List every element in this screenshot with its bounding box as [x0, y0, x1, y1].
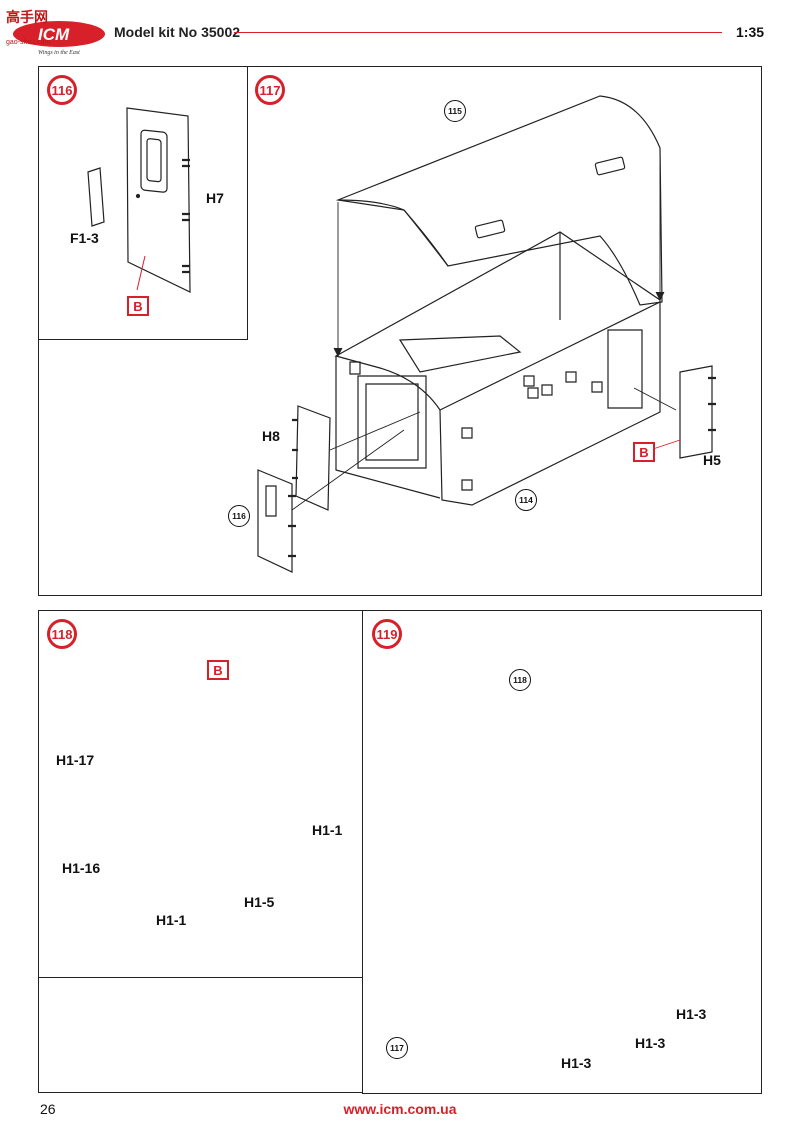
ref-circle-118: 118 — [509, 669, 531, 691]
door-116-sub-drawing — [258, 470, 296, 572]
step-number-117: 117 — [255, 75, 285, 105]
watermark-url: gao-shou.com — [6, 39, 51, 46]
website-link[interactable]: www.icm.com.ua — [343, 1101, 457, 1117]
step-116-panel — [38, 66, 248, 340]
panel-h8-drawing — [292, 406, 330, 510]
part-label-h1-3-right: H1-3 — [676, 1006, 707, 1022]
part-label-h1-1-right: H1-1 — [312, 822, 343, 838]
page-number: 26 — [40, 1101, 56, 1117]
roof-115-drawing — [338, 96, 662, 305]
header-rule — [234, 32, 722, 33]
logo-tagline: Wings in the East — [38, 50, 80, 56]
step-bottom-border — [38, 1092, 362, 1093]
part-label-h1-1-left: H1-1 — [156, 912, 187, 928]
body-114-drawing — [336, 232, 660, 505]
part-label-h1-16: H1-16 — [62, 860, 101, 876]
part-label-h7: H7 — [206, 190, 224, 206]
part-label-h8: H8 — [262, 428, 280, 444]
step-118-119-left-border — [38, 976, 39, 1092]
step-number-118: 118 — [47, 619, 77, 649]
ref-circle-116: 116 — [228, 505, 250, 527]
logo-text: ICM — [38, 25, 70, 44]
icm-logo: ICM 高手网 gao-shou.com Wings in the East — [4, 6, 110, 56]
assembly-arrows-117 — [292, 150, 680, 510]
door-h5-drawing — [680, 366, 716, 458]
ref-circle-114: 114 — [515, 489, 537, 511]
ref-circle-115: 115 — [444, 100, 466, 122]
window-f1-3-drawing — [88, 168, 104, 226]
part-label-h1-5: H1-5 — [244, 894, 275, 910]
part-label-h5: H5 — [703, 452, 721, 468]
kit-number-label: Model kit No 35002 — [114, 24, 241, 40]
ref-circle-117: 117 — [386, 1037, 408, 1059]
watermark-title: 高手网 — [6, 9, 48, 26]
part-label-h1-3-mid: H1-3 — [635, 1035, 666, 1051]
color-code-badge-118: B — [207, 660, 229, 680]
step-number-116: 116 — [47, 75, 77, 105]
part-label-h1-17: H1-17 — [56, 752, 95, 768]
color-code-badge-117: B — [633, 442, 655, 462]
step-119-panel — [362, 610, 762, 1094]
color-code-badge-116: B — [127, 296, 149, 316]
step-118-panel — [38, 610, 364, 978]
scale-label: 1:35 — [736, 24, 765, 40]
door-h7-drawing — [127, 108, 190, 292]
part-label-f1-3: F1-3 — [70, 230, 99, 246]
step-number-119: 119 — [372, 619, 402, 649]
part-label-h1-3-left: H1-3 — [561, 1055, 592, 1071]
